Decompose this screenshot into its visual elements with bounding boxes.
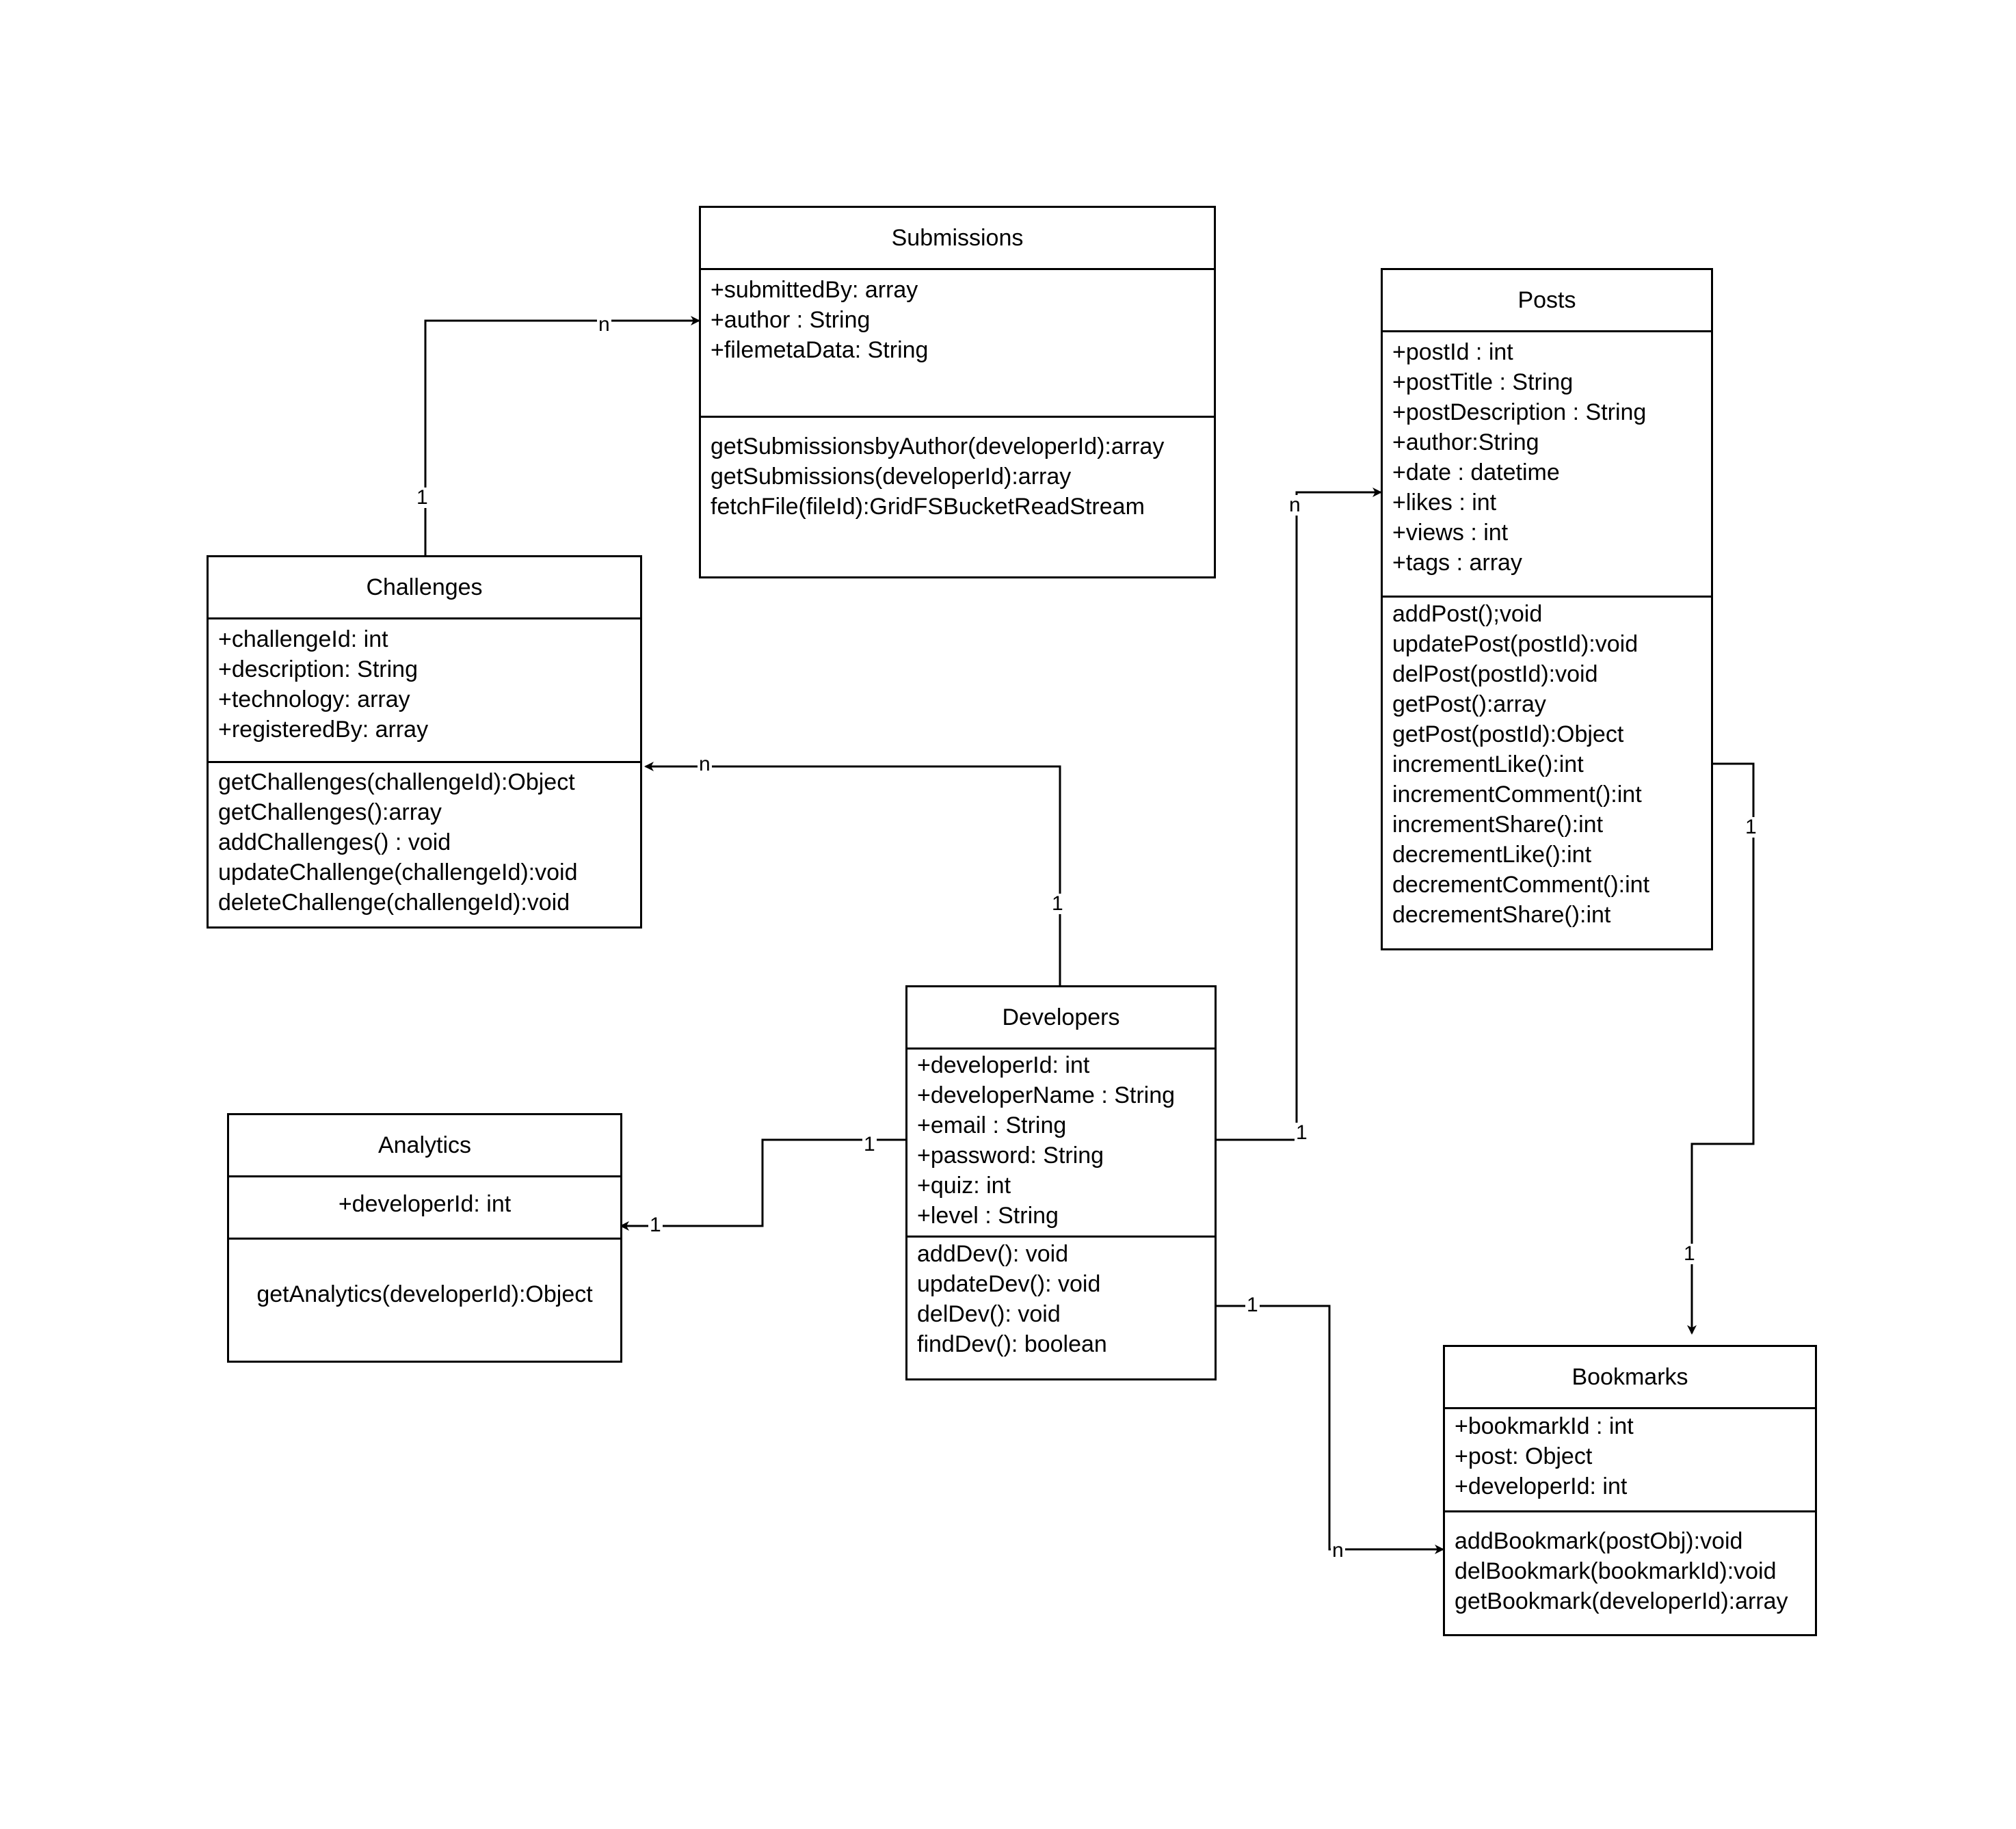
operation: decrementShare():int bbox=[1392, 902, 1611, 928]
class-attributes: +developerId: int bbox=[229, 1175, 620, 1240]
attribute: +challengeId: int bbox=[218, 626, 388, 652]
operation: delDev(): void bbox=[917, 1301, 1061, 1327]
class-name: Bookmarks bbox=[1445, 1347, 1815, 1409]
edge-developers-bookmarks bbox=[1215, 1305, 1444, 1554]
attribute: +submittedBy: array bbox=[711, 277, 918, 303]
attribute: +post: Object bbox=[1455, 1443, 1593, 1469]
attribute: +author : String bbox=[711, 307, 871, 333]
attribute: +developerName : String bbox=[917, 1082, 1176, 1108]
operation: incrementComment():int bbox=[1392, 782, 1642, 807]
multiplicity-label: 1 bbox=[415, 486, 429, 509]
class-attributes: +developerId: int +developerName : Strin… bbox=[907, 1047, 1215, 1238]
edge-developers-challenges bbox=[644, 762, 1061, 985]
class-attributes: +postId : int +postTitle : String +postD… bbox=[1383, 330, 1711, 598]
attribute: +technology: array bbox=[218, 686, 410, 712]
class-bookmarks[interactable]: Bookmarks +bookmarkId : int +post: Objec… bbox=[1443, 1345, 1817, 1636]
multiplicity-label: 1 bbox=[1682, 1242, 1697, 1265]
attribute: +developerId: int bbox=[917, 1052, 1090, 1078]
attribute: +bookmarkId : int bbox=[1455, 1413, 1634, 1439]
class-developers[interactable]: Developers +developerId: int +developerN… bbox=[905, 985, 1217, 1380]
attribute: +views : int bbox=[1392, 520, 1509, 546]
multiplicity-label: 1 bbox=[1744, 816, 1758, 838]
class-name: Submissions bbox=[701, 208, 1214, 270]
class-operations: getAnalytics(developerId):Object bbox=[229, 1240, 620, 1361]
operation: getSubmissionsbyAuthor(developerId):arra… bbox=[711, 433, 1165, 459]
operation: deleteChallenge(challengeId):void bbox=[218, 890, 570, 916]
class-attributes: +bookmarkId : int +post: Object +develop… bbox=[1445, 1407, 1815, 1512]
attribute: +description: String bbox=[218, 656, 418, 682]
operation: addBookmark(postObj):void bbox=[1455, 1528, 1743, 1554]
attribute: +postDescription : String bbox=[1392, 399, 1647, 425]
class-analytics[interactable]: Analytics +developerId: int getAnalytics… bbox=[227, 1113, 622, 1363]
class-name: Analytics bbox=[229, 1115, 620, 1177]
attribute: +postId : int bbox=[1392, 339, 1513, 365]
operation: addChallenges() : void bbox=[218, 829, 451, 855]
operation: getSubmissions(developerId):array bbox=[711, 464, 1072, 490]
class-operations: addPost();void updatePost(postId):void d… bbox=[1383, 598, 1711, 948]
attribute: +level : String bbox=[917, 1203, 1059, 1229]
class-attributes: +challengeId: int +description: String +… bbox=[209, 617, 640, 763]
multiplicity-label: 1 bbox=[1245, 1294, 1260, 1316]
operation: updateChallenge(challengeId):void bbox=[218, 859, 578, 885]
edge-developers-analytics bbox=[620, 1138, 905, 1231]
operation: getChallenges():array bbox=[218, 799, 442, 825]
operation: incrementShare():int bbox=[1392, 812, 1604, 838]
attribute: +likes : int bbox=[1392, 490, 1497, 516]
edge-posts-bookmarks bbox=[1687, 762, 1755, 1335]
edge-challenges-submissions bbox=[424, 316, 700, 555]
attribute: +filemetaData: String bbox=[711, 337, 929, 363]
attribute: +registeredBy: array bbox=[218, 717, 429, 743]
multiplicity-label: n bbox=[597, 313, 611, 336]
class-name: Challenges bbox=[209, 557, 640, 619]
class-name: Posts bbox=[1383, 270, 1711, 332]
multiplicity-label: 1 bbox=[1050, 892, 1065, 915]
operation: fetchFile(fileId):GridFSBucketReadStream bbox=[711, 494, 1145, 520]
operation: delBookmark(bookmarkId):void bbox=[1455, 1558, 1777, 1584]
operation: decrementLike():int bbox=[1392, 842, 1592, 868]
operation: incrementLike():int bbox=[1392, 751, 1584, 777]
operation: delPost(postId):void bbox=[1392, 661, 1598, 687]
class-operations: getChallenges(challengeId):Object getCha… bbox=[209, 763, 640, 926]
multiplicity-label: n bbox=[698, 753, 712, 775]
attribute: +postTitle : String bbox=[1392, 369, 1574, 395]
attribute: +date : datetime bbox=[1392, 459, 1560, 485]
operation: getBookmark(developerId):array bbox=[1455, 1588, 1788, 1614]
multiplicity-label: 1 bbox=[648, 1214, 663, 1236]
class-challenges[interactable]: Challenges +challengeId: int +descriptio… bbox=[207, 555, 642, 929]
attribute: +password: String bbox=[917, 1143, 1104, 1169]
operation: updatePost(postId):void bbox=[1392, 631, 1639, 657]
class-operations: addDev(): void updateDev(): void delDev(… bbox=[907, 1238, 1215, 1378]
multiplicity-label: 1 bbox=[862, 1133, 877, 1156]
class-operations: getSubmissionsbyAuthor(developerId):arra… bbox=[701, 418, 1214, 576]
operation: getChallenges(challengeId):Object bbox=[218, 769, 575, 795]
attribute: +tags : array bbox=[1392, 550, 1522, 576]
multiplicity-label: 1 bbox=[1295, 1121, 1309, 1144]
attribute: +developerId: int bbox=[338, 1191, 512, 1217]
operation: decrementComment():int bbox=[1392, 872, 1650, 898]
class-posts[interactable]: Posts +postId : int +postTitle : String … bbox=[1381, 268, 1713, 950]
operation: getAnalytics(developerId):Object bbox=[256, 1281, 593, 1307]
attribute: +email : String bbox=[917, 1112, 1067, 1138]
attribute: +quiz: int bbox=[917, 1173, 1011, 1199]
operation: addDev(): void bbox=[917, 1241, 1069, 1267]
operation: addPost();void bbox=[1392, 601, 1543, 627]
multiplicity-label: n bbox=[1331, 1539, 1345, 1562]
operation: getPost():array bbox=[1392, 691, 1546, 717]
attribute: +author:String bbox=[1392, 429, 1539, 455]
class-name: Developers bbox=[907, 987, 1215, 1050]
edge-developers-posts bbox=[1215, 488, 1382, 1141]
class-submissions[interactable]: Submissions +submittedBy: array +author … bbox=[699, 206, 1216, 578]
operation: findDev(): boolean bbox=[917, 1331, 1107, 1357]
operation: getPost(postId):Object bbox=[1392, 721, 1624, 747]
class-operations: addBookmark(postObj):void delBookmark(bo… bbox=[1445, 1512, 1815, 1634]
attribute: +developerId: int bbox=[1455, 1473, 1628, 1499]
multiplicity-label: n bbox=[1288, 494, 1302, 516]
class-attributes: +submittedBy: array +author : String +fi… bbox=[701, 268, 1214, 418]
operation: updateDev(): void bbox=[917, 1271, 1101, 1297]
